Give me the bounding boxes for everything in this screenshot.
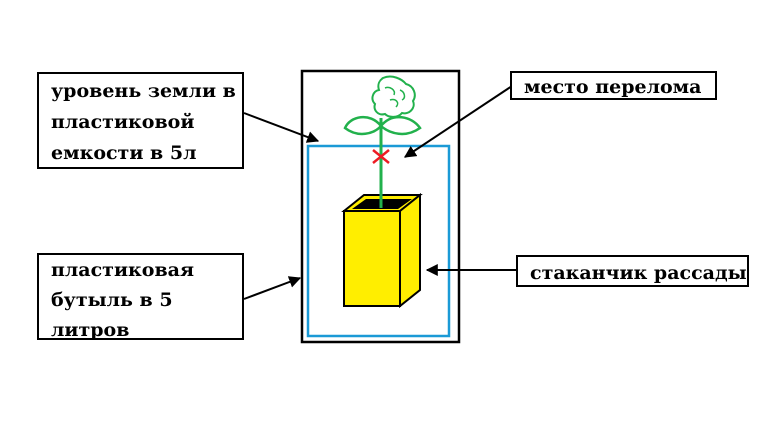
bottle-outline xyxy=(300,69,461,344)
arrow-icon xyxy=(243,112,320,143)
label-break-point: место перелома xyxy=(510,71,717,100)
arrow-icon xyxy=(243,276,302,300)
x-mark-icon xyxy=(372,149,390,164)
soil-level-line xyxy=(306,144,451,338)
seedling-cup xyxy=(341,150,423,309)
label-seedling-cup: стаканчик рассады xyxy=(516,255,749,287)
label-bottle: пластиковая бутыль в 5 литров xyxy=(37,253,244,341)
arrow-icon xyxy=(404,85,513,158)
label-soil-level: уровень земли в пластиковой емкости в 5л xyxy=(37,72,244,169)
